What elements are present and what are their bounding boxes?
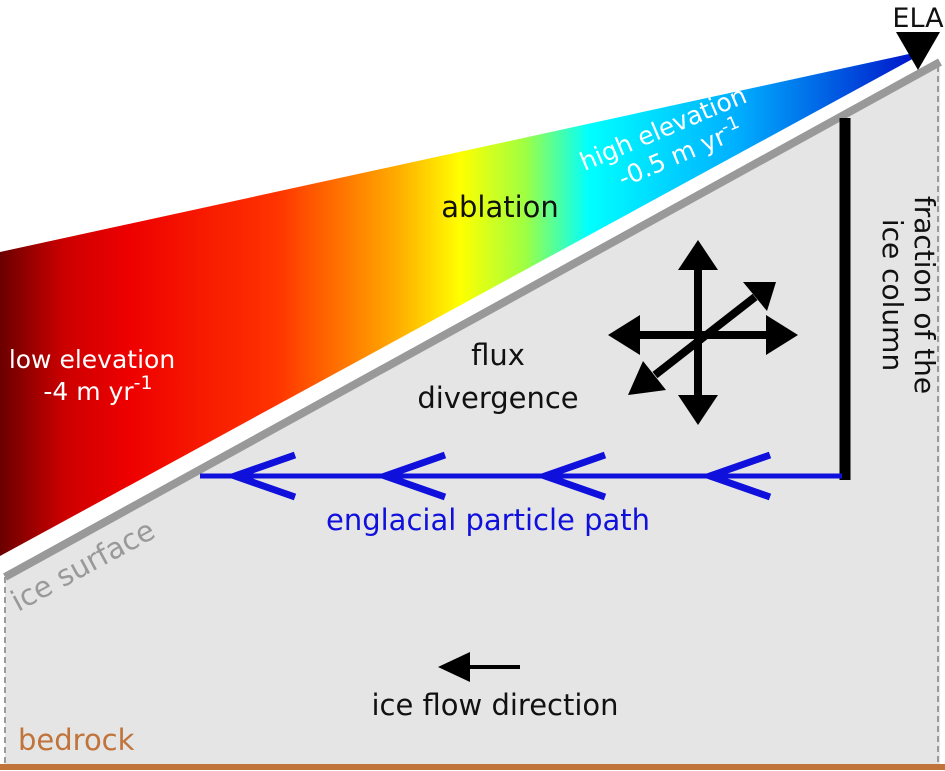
particle-path [200, 451, 842, 501]
ablation-gradient-wedge [0, 52, 918, 556]
column-label: fraction of the ice column [876, 196, 941, 394]
ela-marker-icon [896, 32, 940, 70]
particle-path-label: englacial particle path [326, 503, 650, 537]
low-elevation-exponent: -1 [134, 372, 153, 394]
flux-label-line2: divergence [417, 381, 578, 415]
column-label-line2: ice column [876, 219, 909, 371]
ablation-label: ablation [441, 190, 559, 224]
ice-surface-line [3, 58, 942, 581]
ice-body [5, 62, 940, 768]
low-elevation-line1: low elevation [9, 345, 175, 374]
flux-label-line1: flux [471, 338, 525, 372]
particle-path-arrow-icon [534, 451, 607, 501]
particle-path-arrow-icon [699, 451, 772, 501]
ela-label: ELA [892, 3, 944, 34]
low-elevation-value: -4 m yr-1 [43, 372, 152, 406]
low-elevation-value-text: -4 m yr [43, 377, 134, 406]
ice-flow-arrow-icon [438, 652, 520, 682]
particle-path-arrow-icon [224, 451, 297, 501]
flux-divergence-arrows-icon [608, 240, 798, 425]
particle-path-arrow-icon [374, 451, 447, 501]
ice-flow-label: ice flow direction [371, 688, 618, 722]
column-label-line1: fraction of the [908, 196, 941, 394]
bedrock-label: bedrock [18, 723, 135, 757]
